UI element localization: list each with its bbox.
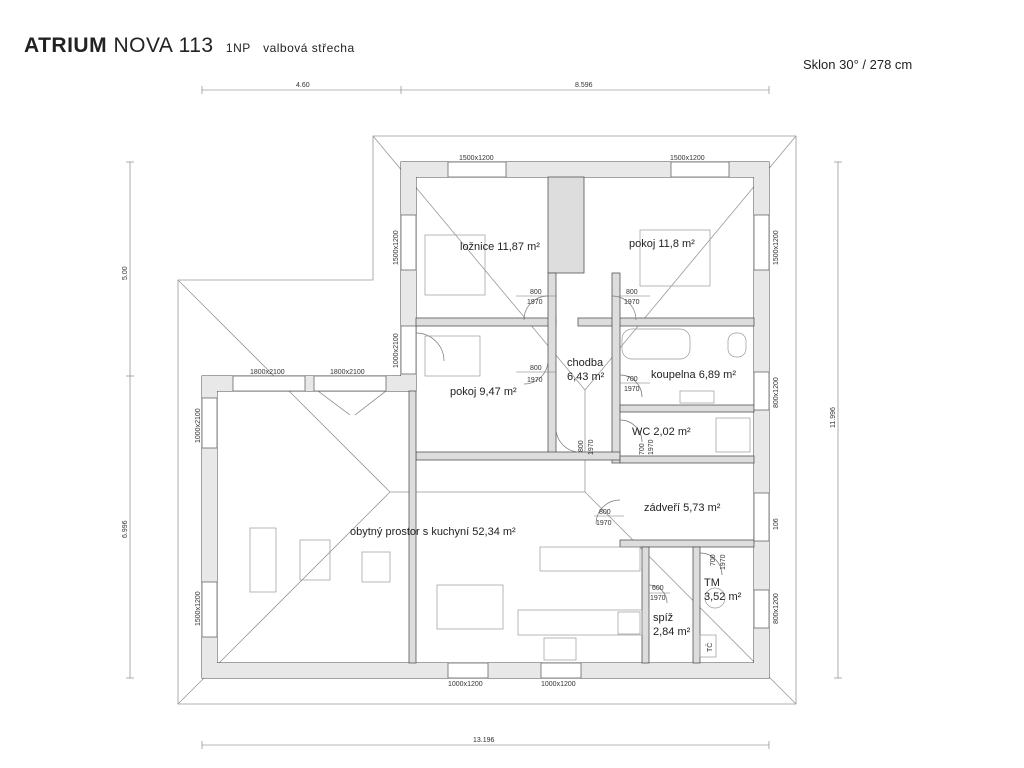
- door-width: 800: [530, 365, 542, 372]
- room-label-koupelna: koupelna 6,89 m²: [651, 369, 736, 381]
- dimension-label: 8.596: [575, 82, 593, 89]
- title-floor: 1NP: [225, 41, 251, 55]
- door-width: 700: [710, 554, 717, 566]
- room-label-zadveri: zádveří 5,73 m²: [644, 502, 721, 514]
- roof-slope: Sklon 30° / 278 cm: [803, 57, 913, 72]
- sink: [679, 390, 715, 404]
- door-height: 1970: [596, 520, 612, 527]
- bathtub: [621, 328, 691, 360]
- window-label: 1500x1200: [195, 591, 202, 626]
- room-label-pokoj-2: pokoj 9,47 m²: [450, 386, 517, 398]
- window-label: 1000x1200: [448, 681, 483, 688]
- heat-pump-unit: [699, 634, 717, 658]
- bed-2: [639, 229, 711, 287]
- window-label: 1500x1200: [393, 230, 400, 265]
- door-height: 1970: [527, 299, 543, 306]
- dimension-label: 11.996: [830, 407, 837, 428]
- dimension-label: 106: [773, 518, 780, 530]
- dimension-label: 4.60: [296, 82, 310, 89]
- door-width: 800: [530, 289, 542, 296]
- room-label-loznice: ložnice 11,87 m²: [460, 241, 540, 253]
- title-roof-type: valbová střecha: [263, 41, 355, 55]
- door-width: 700: [639, 443, 646, 455]
- room-label-tc: TČ: [705, 643, 714, 652]
- door-swings: [317, 295, 723, 604]
- door-height: 1970: [650, 595, 666, 602]
- title-brand: ATRIUM: [24, 34, 108, 57]
- door-width: 700: [626, 376, 638, 383]
- kitchen-counter: [539, 546, 641, 572]
- kitchen-sink: [543, 637, 577, 661]
- door-width: 800: [599, 509, 611, 516]
- window-label: 800x1200: [773, 593, 780, 624]
- room-label-chodba-area: 6,43 m²: [567, 371, 605, 383]
- room-label-wc: WC 2,02 m²: [632, 426, 691, 438]
- shower: [715, 417, 751, 453]
- dimension-label: 13.196: [473, 737, 495, 744]
- interior-walls: [408, 176, 755, 664]
- door-height: 1970: [720, 554, 727, 570]
- door-height: 1970: [588, 439, 595, 455]
- plan-title: ATRIUM NOVA 113 1NP valbová střecha: [24, 34, 355, 58]
- door-height: 1970: [624, 299, 640, 306]
- armchair: [361, 551, 391, 583]
- window-label: 1800x2100: [250, 369, 285, 376]
- title-model: NOVA 113: [113, 34, 214, 57]
- room-label-pokoj-1: pokoj 11,8 m²: [629, 238, 695, 250]
- dining-table: [436, 584, 504, 630]
- door-width: 600: [652, 585, 664, 592]
- door-height: 1970: [624, 386, 640, 393]
- door-labels: 800 1970 800 1970 800 1970 700 1970 700 …: [516, 289, 727, 602]
- cooktop: [617, 611, 641, 635]
- door-width: 800: [578, 440, 585, 452]
- dimension-lines: [126, 86, 842, 749]
- window-label: 1500x1200: [773, 230, 780, 265]
- window-label: 1500x1200: [670, 155, 705, 162]
- dimension-label: 5.00: [122, 266, 129, 280]
- room-label-spiz: spíž: [653, 612, 673, 624]
- room-label-obytny: obytný prostor s kuchyní 52,34 m²: [350, 526, 516, 538]
- windows: [201, 161, 770, 679]
- kitchen-counter-lower: [517, 609, 643, 636]
- window-label: 1800x2100: [330, 369, 365, 376]
- window-label: 1000x2100: [393, 333, 400, 368]
- room-label-tm: TM: [704, 577, 720, 589]
- window-label: 1000x1200: [541, 681, 576, 688]
- bed: [424, 234, 486, 296]
- sofa: [249, 527, 277, 593]
- room-label-spiz-area: 2,84 m²: [653, 626, 691, 638]
- toilet: [727, 332, 747, 358]
- boiler: [704, 587, 726, 609]
- door-width: 800: [626, 289, 638, 296]
- door-height: 1970: [527, 377, 543, 384]
- window-label: 1500x1200: [459, 155, 494, 162]
- window-label: 1000x2100: [195, 408, 202, 443]
- dimension-label: 6.996: [122, 520, 129, 538]
- roof-outline: [177, 135, 797, 705]
- fixtures: [249, 229, 751, 661]
- door-height: 1970: [648, 439, 655, 455]
- bed-3: [424, 335, 481, 377]
- room-label-chodba: chodba: [567, 357, 604, 369]
- room-label-tm-area: 3,52 m²: [704, 591, 742, 603]
- window-label: 800x1200: [773, 377, 780, 408]
- coffee-table: [299, 539, 331, 581]
